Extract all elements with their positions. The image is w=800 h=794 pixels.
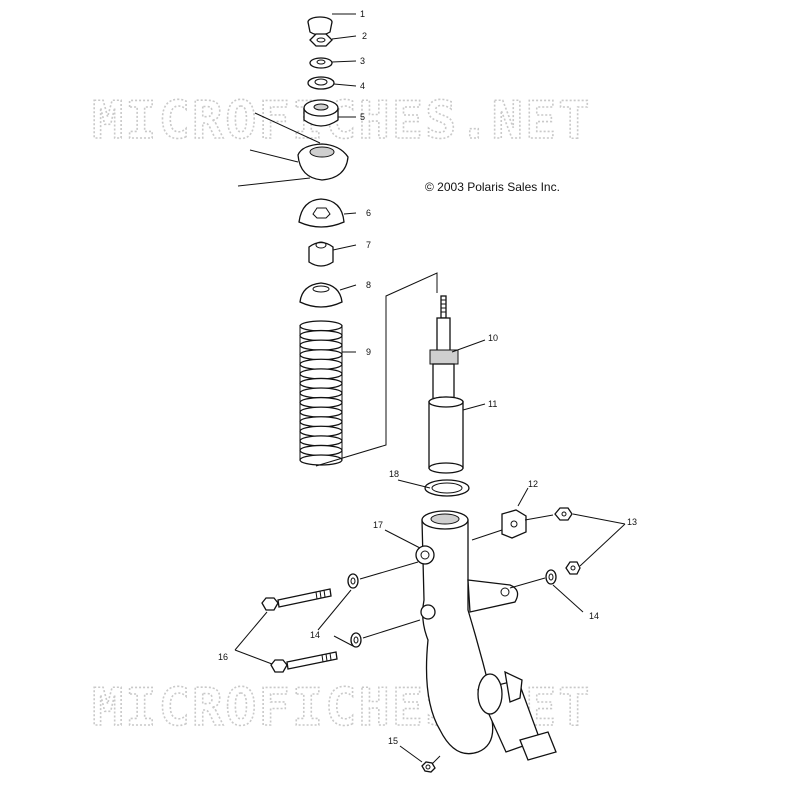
callout-14-left: 14 bbox=[310, 630, 320, 640]
part-14-washers bbox=[317, 561, 584, 648]
callout-4: 4 bbox=[360, 81, 365, 91]
part-16-bolt-upper bbox=[261, 588, 332, 611]
part-7-nut bbox=[308, 241, 334, 267]
spring-coil bbox=[299, 339, 343, 351]
part-13-nut-lower bbox=[565, 561, 581, 575]
callout-12: 12 bbox=[528, 479, 538, 489]
part-5-bushing bbox=[303, 99, 339, 127]
part-2-nut bbox=[309, 33, 333, 47]
spring-coil bbox=[299, 368, 343, 380]
watermark-top: MICROFICHES.NET bbox=[92, 91, 592, 151]
part-8-retainer bbox=[299, 282, 343, 308]
spring-coil bbox=[299, 396, 343, 409]
part-11-shock-body bbox=[428, 396, 464, 474]
spring-coil bbox=[299, 358, 343, 370]
spring-coil bbox=[299, 387, 343, 399]
callout-10: 10 bbox=[488, 333, 498, 343]
callout-6: 6 bbox=[366, 208, 371, 218]
part-10-shock-rod bbox=[429, 295, 459, 401]
callout-18: 18 bbox=[389, 469, 399, 479]
callout-13: 13 bbox=[627, 517, 637, 527]
spring-coil bbox=[299, 416, 343, 428]
callout-17: 17 bbox=[373, 520, 383, 530]
part-1-cap bbox=[307, 16, 333, 36]
callout-11: 11 bbox=[488, 399, 497, 409]
callout-leaders bbox=[331, 13, 529, 549]
callout-1: 1 bbox=[360, 9, 365, 19]
spring-coil bbox=[299, 349, 343, 361]
part-13-nut-upper bbox=[524, 507, 573, 521]
spring-coil bbox=[299, 329, 343, 342]
spring-coil bbox=[299, 406, 343, 418]
callout-15: 15 bbox=[388, 736, 398, 746]
callout-3: 3 bbox=[360, 56, 365, 66]
spring-coil bbox=[299, 435, 343, 447]
callout-9: 9 bbox=[366, 347, 371, 357]
part-9-spring bbox=[299, 320, 343, 466]
part-17-knuckle bbox=[415, 510, 557, 761]
callout-8: 8 bbox=[366, 280, 371, 290]
copyright-text: © 2003 Polaris Sales Inc. bbox=[425, 180, 560, 194]
part-16-bolt-lower bbox=[270, 651, 338, 673]
part-12-bracket bbox=[471, 509, 527, 541]
callout-2: 2 bbox=[362, 31, 367, 41]
part-15-bolt bbox=[399, 745, 441, 773]
callout-16: 16 bbox=[218, 652, 228, 662]
spring-coil bbox=[299, 377, 343, 390]
part-4-washer bbox=[307, 76, 335, 90]
part-18-ring bbox=[424, 479, 470, 497]
spring-coil bbox=[299, 444, 343, 457]
spring-coil bbox=[299, 425, 343, 437]
assembly-bracket bbox=[315, 272, 438, 467]
callout-7: 7 bbox=[366, 240, 371, 250]
callout-14-right: 14 bbox=[589, 611, 599, 621]
upper-mount-plate bbox=[237, 112, 349, 187]
callout-5: 5 bbox=[360, 112, 365, 122]
part-3-washer bbox=[309, 57, 333, 69]
part-6-dome bbox=[298, 198, 345, 228]
spring-coil bbox=[299, 320, 343, 332]
